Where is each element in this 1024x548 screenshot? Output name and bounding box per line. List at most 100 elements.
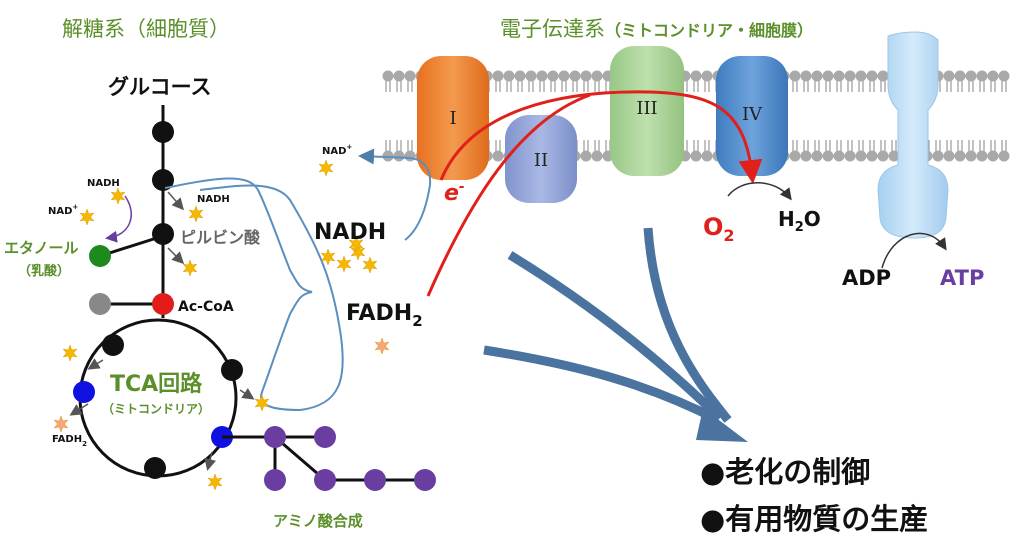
electron-path [426,90,763,297]
lipid-head [998,150,1010,162]
lipid-head [855,150,867,162]
lipid-head [690,150,702,162]
lipid-head [591,150,603,162]
amino-node [264,469,286,491]
lipid-head [558,70,570,82]
etc-nad-label: NAD+ [322,143,352,157]
amino-node [414,469,436,491]
lipid-head [976,70,988,82]
energy-star-icon [79,208,95,226]
lipid-head [404,150,416,162]
electron-label: e- [444,179,465,206]
lipid-head [701,150,713,162]
outcome-arrow-3 [483,345,721,425]
lipid-head [492,150,504,162]
etc-title: 電子伝達系（ミトコンドリア・細胞膜） [500,17,813,41]
glucose-label: グルコース [108,75,212,99]
lipid-head [580,70,592,82]
lipid-head [987,70,999,82]
energy-star-icon [318,159,334,177]
lipid-head [866,70,878,82]
lipid-head [382,150,394,162]
nadh-label-top: NADH [87,178,120,189]
amino-node [314,469,336,491]
lipid-head [536,70,548,82]
energy-star-icon [207,473,223,491]
atp-synthase [877,31,949,239]
outcome-useful-production: ●有用物質の生産 [700,502,928,536]
lipid-head [877,150,889,162]
tca-node [102,334,124,356]
complex-III: III [610,46,684,176]
lipid-head [888,150,900,162]
energy-star-icon [350,243,366,261]
glycolysis-node [152,121,174,143]
ethanol-label: エタノール [4,239,79,257]
lipid-head [822,150,834,162]
lipid-head [998,70,1010,82]
tca-cycle [73,318,243,479]
nadh-label-right: NADH [197,194,230,205]
svg-text:NAD+: NAD+ [48,203,78,217]
lipid-head [877,70,889,82]
lipid-head [943,70,955,82]
complex-III-label: III [636,98,657,119]
outcome-aging-control: ●老化の制御 [700,455,870,489]
outcome-arrowhead [696,408,748,442]
complex-II-label: II [534,150,548,171]
amino-node [364,469,386,491]
svg-text:NADH: NADH [197,194,230,205]
tca-node-blue [73,381,95,403]
lipid-head [789,150,801,162]
lipid-head [987,150,999,162]
pyruvate-node [152,223,174,245]
amino-acid-pathway [222,426,436,491]
energy-star-icon [62,344,78,362]
energy-star-icon [182,259,198,277]
h2o-label: H2O [778,207,821,235]
amino-acid-label: アミノ酸合成 [273,512,363,530]
lipid-head [393,70,405,82]
lactic-acid-label: （乳酸） [18,263,70,279]
ethanol-node [89,245,111,267]
glycolysis-node [152,169,174,191]
outcome-arrows [483,227,748,442]
amino-node [264,426,286,448]
svg-text:NADH: NADH [87,178,120,189]
lipid-head [580,150,592,162]
energy-star-icon [320,248,336,266]
lipid-head [833,150,845,162]
lipid-head [789,70,801,82]
etc-nadh-label: NADH [314,220,386,245]
glycolysis-pathway [89,105,174,318]
lipid-head [525,70,537,82]
lipid-head [833,70,845,82]
nadh-release-arrows [69,191,255,471]
lipid-head [800,70,812,82]
lipid-head [943,150,955,162]
lipid-head [822,70,834,82]
acetyl-coa-node [152,293,174,315]
lipid-head [800,150,812,162]
o2-reduction-arrow [727,182,792,201]
lipid-head [976,150,988,162]
complex-IV-label: IV [742,104,763,125]
complex-I: I [417,56,489,180]
acetyl-coa-label: Ac-CoA [178,299,234,315]
lipid-head [404,70,416,82]
lipid-head [701,70,713,82]
tca-subtitle: （ミトコンドリア） [102,401,210,416]
lipid-head [965,70,977,82]
tca-node [221,359,243,381]
outcome-arrow-1 [643,227,732,423]
etc-fadh2-label: FADH2 [346,301,423,330]
lipid-head [569,70,581,82]
complex-II: II [505,115,577,203]
lipid-head [844,150,856,162]
lipid-head [591,70,603,82]
energy-star-icon [348,235,364,253]
nadh-collection-lines [164,148,432,411]
energy-star-icon [53,415,69,433]
energy-star-icon [188,205,204,223]
